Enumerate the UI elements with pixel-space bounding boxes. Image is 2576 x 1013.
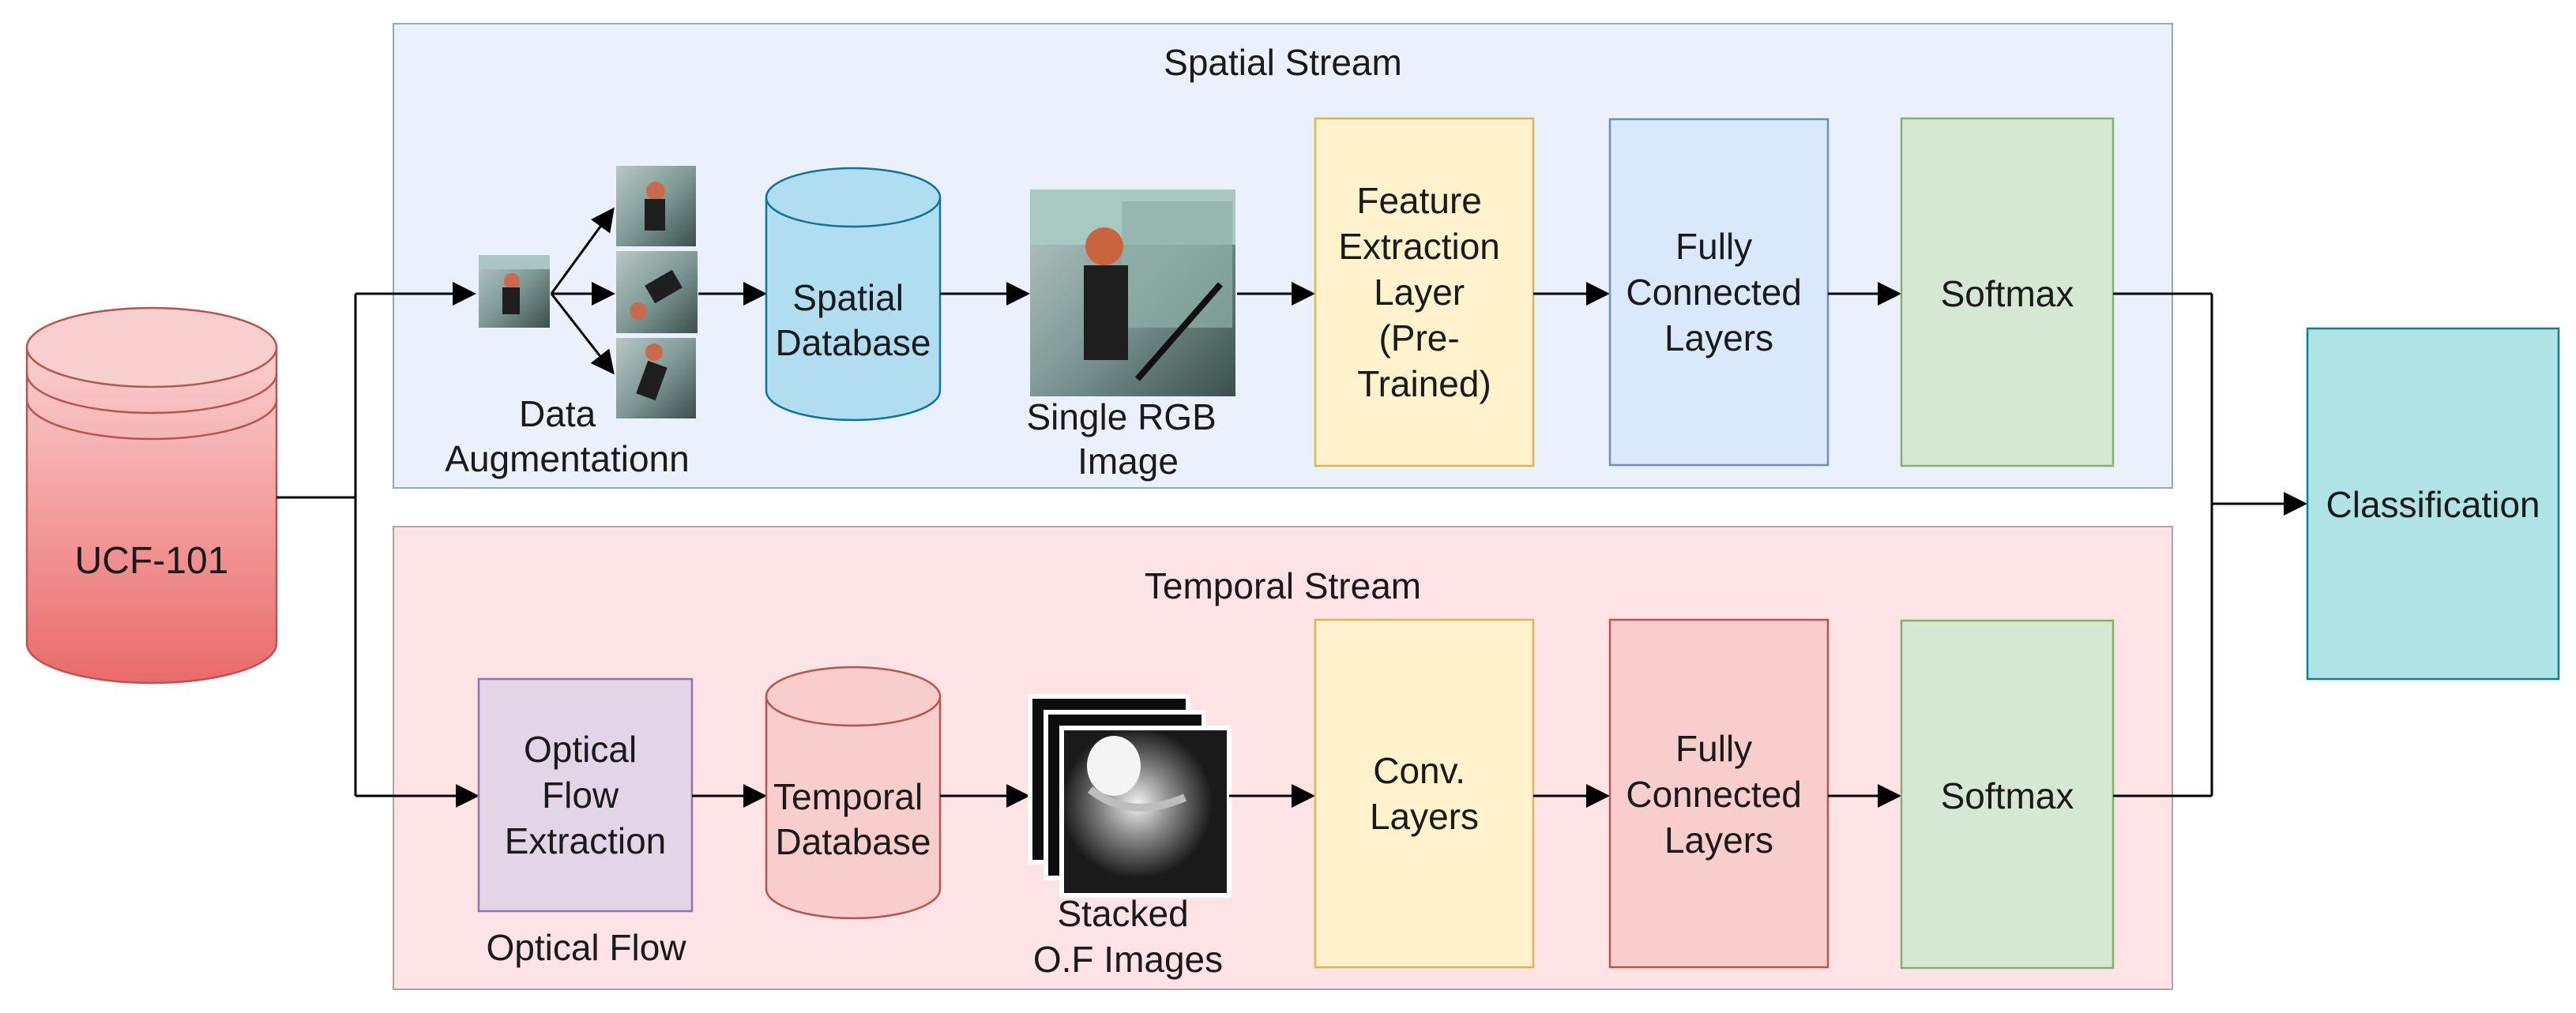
spatial-database-icon xyxy=(765,167,942,422)
spatial-fc-label: Fully Connected Layers xyxy=(1626,226,1811,358)
conv-layers-label: Conv. Layers xyxy=(1370,750,1479,837)
fusion-connectors xyxy=(2113,292,2307,797)
augmented-thumbnail-3 xyxy=(616,338,696,418)
spatial-fc-box xyxy=(1608,118,1830,467)
spatial-softmax-box xyxy=(1900,117,2115,467)
augmentation-arrows xyxy=(550,207,767,375)
temporal-softmax-label: Softmax xyxy=(1941,775,2074,816)
augmented-thumbnail-1 xyxy=(616,166,696,246)
classification-label: Classification xyxy=(2326,484,2540,525)
conv-layers-box xyxy=(1314,618,1535,969)
temporal-database-label: Temporal Database xyxy=(773,776,933,862)
augmentation-source-thumbnail xyxy=(479,255,550,328)
temporal-fc-label: Fully Connected Layers xyxy=(1626,728,1811,861)
optical-flow-extraction-box xyxy=(477,677,694,913)
augmented-thumbnail-2 xyxy=(616,251,698,333)
temporal-fc-box xyxy=(1608,618,1830,969)
temporal-stream-title: Temporal Stream xyxy=(1145,565,1421,606)
feature-extraction-label: Feature Extraction Layer (Pre- Trained) xyxy=(1338,180,1510,404)
ucf101-database-icon xyxy=(25,306,278,685)
optical-flow-extraction-label: Optical Flow Extraction xyxy=(505,729,667,861)
stacked-flow-caption: Stacked O.F Images xyxy=(1033,893,1223,980)
stacked-flow-images-icon xyxy=(1028,694,1232,898)
optical-flow-caption: Optical Flow xyxy=(486,927,686,968)
temporal-database-icon xyxy=(765,666,942,920)
temporal-softmax-box xyxy=(1900,619,2115,970)
rgb-image-caption: Single RGB Image xyxy=(1026,396,1226,482)
spatial-stream-title: Spatial Stream xyxy=(1164,42,1402,83)
classification-box xyxy=(2306,327,2560,681)
spatial-database-label: Spatial Database xyxy=(776,277,931,363)
source-connectors xyxy=(276,282,479,808)
spatial-softmax-label: Softmax xyxy=(1941,273,2074,314)
feature-extraction-box xyxy=(1314,117,1535,467)
rgb-image-icon xyxy=(1030,189,1235,396)
ucf101-label: UCF-101 xyxy=(75,540,229,582)
augmentation-caption: Data Augmentationn xyxy=(445,393,689,479)
